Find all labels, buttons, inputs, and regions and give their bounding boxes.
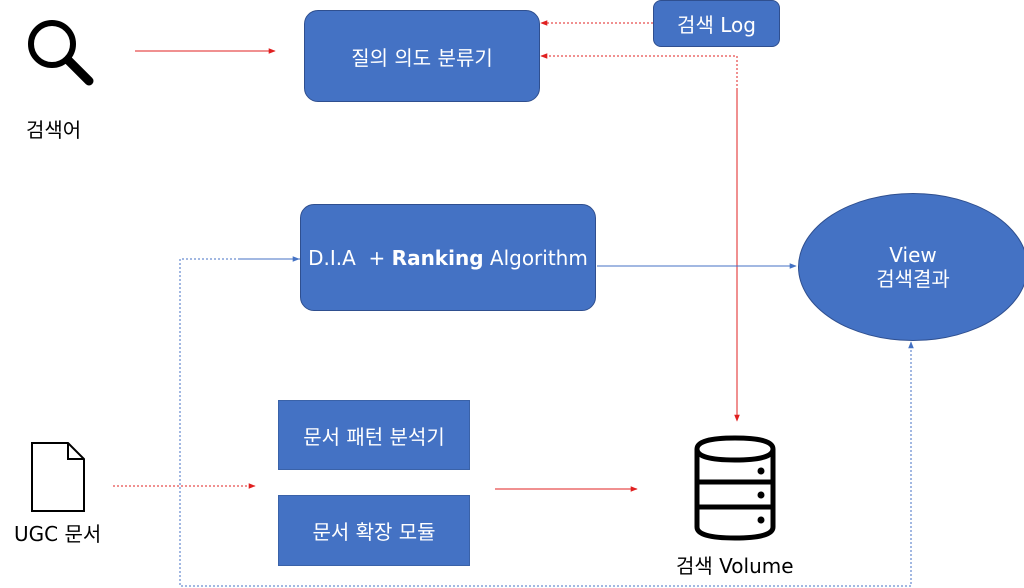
query-label: 검색어 bbox=[26, 118, 82, 142]
intent-classifier-label: 질의 의도 분류기 bbox=[351, 45, 493, 70]
dia-ranking-node: D.I.A + Ranking Algorithm bbox=[300, 204, 596, 311]
search-log-label: 검색 Log bbox=[677, 13, 756, 37]
arrow-volume-to-classifier bbox=[540, 53, 738, 418]
search-volume-label: 검색 Volume bbox=[676, 554, 794, 578]
search-icon bbox=[28, 20, 94, 86]
dia-label-bold: Ranking bbox=[391, 245, 484, 270]
doc-expand-node: 문서 확장 모듈 bbox=[278, 495, 470, 566]
dia-label-prefix: D.I.A + bbox=[308, 245, 392, 270]
doc-pattern-label: 문서 패턴 분석기 bbox=[303, 424, 445, 449]
database-icon bbox=[694, 435, 776, 541]
intent-classifier-node: 질의 의도 분류기 bbox=[304, 10, 540, 102]
view-results-node: View 검색결과 bbox=[798, 193, 1024, 341]
doc-pattern-node: 문서 패턴 분석기 bbox=[278, 400, 470, 470]
document-icon bbox=[31, 442, 85, 512]
view-label-line1: View bbox=[889, 243, 937, 267]
view-label-line2: 검색결과 bbox=[876, 267, 950, 291]
loop-dia-to-bottom bbox=[179, 258, 914, 587]
search-log-node: 검색 Log bbox=[653, 0, 780, 47]
dia-label-suffix: Algorithm bbox=[483, 245, 588, 270]
doc-expand-label: 문서 확장 모듈 bbox=[312, 520, 436, 544]
ugc-label: UGC 문서 bbox=[14, 522, 102, 546]
